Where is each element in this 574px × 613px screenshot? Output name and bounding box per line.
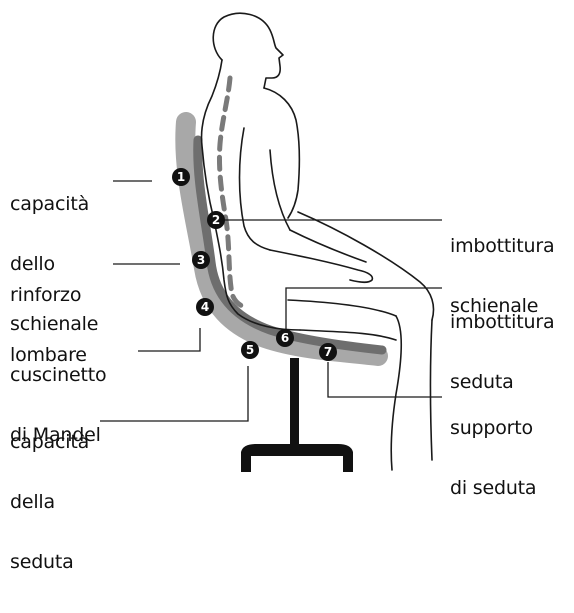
- marker-1-number: 1: [177, 170, 185, 184]
- marker-4: 4: [196, 298, 214, 316]
- label-line: imbottitura: [450, 236, 554, 256]
- marker-2-number: 2: [212, 213, 220, 227]
- leader-lines: [100, 181, 442, 421]
- marker-7-number: 7: [324, 345, 332, 359]
- label-line: imbottitura: [450, 312, 554, 332]
- marker-5: 5: [241, 341, 259, 359]
- label-capacita-seduta: capacità della seduta: [10, 392, 89, 612]
- seating-diagram: 1 2 3 4 5 6 7 capacità dello schien: [0, 0, 574, 477]
- chair-base: [241, 358, 353, 472]
- marker-6: 6: [276, 329, 294, 347]
- label-line: rinforzo: [10, 285, 87, 305]
- label-line: capacità: [10, 432, 89, 452]
- marker-7: 7: [319, 343, 337, 361]
- marker-1: 1: [172, 168, 190, 186]
- label-line: capacità: [10, 194, 98, 214]
- label-supporto-seduta: supporto di seduta: [450, 378, 536, 538]
- label-line: di seduta: [450, 478, 536, 498]
- chair-padding: [185, 122, 378, 356]
- marker-3: 3: [192, 251, 210, 269]
- label-line: seduta: [10, 552, 89, 572]
- label-line: supporto: [450, 418, 536, 438]
- label-line: cuscinetto: [10, 365, 106, 385]
- person-outline: [201, 13, 433, 470]
- marker-6-number: 6: [281, 331, 289, 345]
- marker-2: 2: [207, 211, 225, 229]
- marker-3-number: 3: [197, 253, 205, 267]
- marker-5-number: 5: [246, 343, 254, 357]
- marker-4-number: 4: [201, 300, 209, 314]
- label-line: della: [10, 492, 89, 512]
